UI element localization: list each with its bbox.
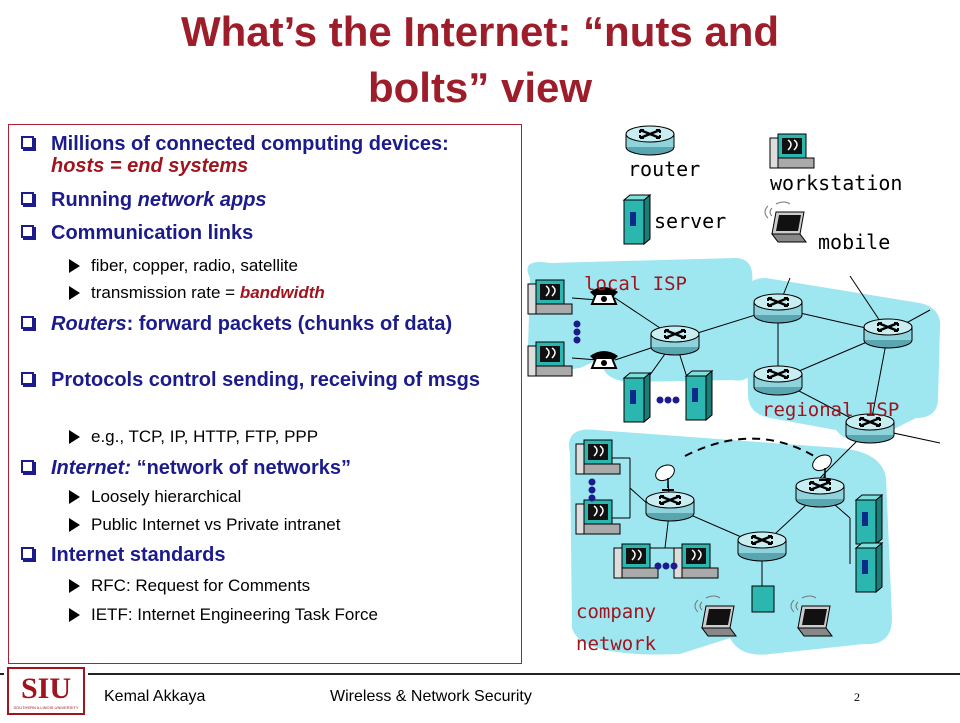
- local-server-2-icon: [685, 370, 713, 421]
- sub-bullet-intranet: Public Internet vs Private intranet: [69, 515, 509, 535]
- title-line-1: What’s the Internet: “nuts and: [180, 8, 780, 55]
- legend-mobile-label: mobile: [818, 230, 890, 254]
- satellite-link: [684, 437, 826, 464]
- bullet-item-hosts: Millions of connected computing devices:…: [21, 133, 501, 177]
- sub-bullet-hierarchical-text: Loosely hierarchical: [91, 487, 242, 506]
- footer-page-number: 2: [854, 690, 860, 704]
- local-isp-label: local ISP: [584, 273, 687, 295]
- company-host-dots: [588, 478, 596, 502]
- legend-mobile-icon: [764, 201, 807, 243]
- slide-title: What’s the Internet: “nuts and bolts” vi…: [80, 4, 880, 116]
- regional-isp-label: regional ISP: [762, 399, 899, 421]
- legend-server-icon: [623, 194, 651, 245]
- router-company-1-icon: [644, 490, 696, 523]
- company-network-label-line1: company: [576, 601, 656, 623]
- local-phone-2-icon: [589, 350, 619, 369]
- sub-bullet-media: fiber, copper, radio, satellite: [69, 256, 509, 276]
- router-regional-3-icon: [752, 364, 804, 397]
- router-regional-2-icon: [862, 317, 914, 350]
- bullet-routers-text: Routers: forward packets (chunks of data…: [51, 313, 511, 335]
- network-diagram: router workstation server mobile: [527, 124, 941, 655]
- arrow-bullet-icon: [69, 579, 80, 593]
- bullet-item-routers: Routers: forward packets (chunks of data…: [21, 313, 511, 335]
- title-line-2: bolts” view: [367, 64, 593, 111]
- arrow-bullet-icon: [69, 286, 80, 300]
- footer-divider: [0, 673, 960, 675]
- checkbox-bullet-icon: [21, 225, 34, 238]
- bullet-item-links: Communication links: [21, 222, 501, 244]
- bullet-apps-prefix: Running: [51, 189, 138, 211]
- company-server-1-icon: [855, 494, 883, 545]
- sub-bullet-rfc-text: RFC: Request for Comments: [91, 576, 311, 595]
- bullet-hosts-text: Millions of connected computing devices:…: [51, 133, 501, 177]
- sub-bullet-rfc: RFC: Request for Comments: [69, 576, 509, 596]
- sub-bullet-intranet-text: Public Internet vs Private intranet: [91, 515, 341, 534]
- bullet-hosts-prefix: Millions of connected computing devices:: [51, 133, 449, 155]
- arrow-bullet-icon: [69, 430, 80, 444]
- legend-workstation-label: workstation: [770, 171, 902, 195]
- router-local-isp-icon: [649, 324, 701, 357]
- checkbox-bullet-icon: [21, 547, 34, 560]
- bullet-internet-rest: “network of networks”: [136, 457, 352, 479]
- bullet-standards-text: Internet standards: [51, 544, 226, 566]
- bullet-links-text: Communication links: [51, 222, 254, 244]
- local-server-dots: [656, 396, 680, 404]
- bullet-hosts-emphasis: hosts = end systems: [51, 155, 249, 177]
- checkbox-bullet-icon: [21, 316, 34, 329]
- bullet-item-standards: Internet standards: [21, 544, 501, 566]
- router-company-3-icon: [736, 530, 788, 563]
- bullet-apps-emphasis: network apps: [137, 189, 267, 211]
- sub-bullet-media-text: fiber, copper, radio, satellite: [91, 256, 298, 275]
- arrow-bullet-icon: [69, 490, 80, 504]
- checkbox-bullet-icon: [21, 460, 34, 473]
- university-logo: SIU SOUTHERN ILLINOIS UNIVERSITY: [4, 664, 88, 718]
- arrow-bullet-icon: [69, 259, 80, 273]
- checkbox-bullet-icon: [21, 192, 34, 205]
- legend-workstation-icon: [769, 133, 815, 169]
- sub-bullet-protocol-examples-text: e.g., TCP, IP, HTTP, FTP, PPP: [91, 427, 319, 446]
- sub-bullet-bandwidth: transmission rate = bandwidth: [69, 283, 509, 303]
- logo-text: SIU: [21, 672, 71, 705]
- sub-bullet-bandwidth-emphasis: bandwidth: [239, 283, 325, 302]
- legend-router-label: router: [628, 157, 700, 181]
- bullet-routers-prefix: Routers: [51, 313, 127, 335]
- sub-bullet-bandwidth-text: transmission rate = bandwidth: [91, 283, 509, 303]
- company-workstation-dots: [654, 562, 678, 570]
- footer-author: Kemal Akkaya: [104, 688, 206, 705]
- local-ellipsis-dots: [573, 320, 581, 344]
- sub-bullet-ietf-text: IETF: Internet Engineering Task Force: [91, 605, 378, 624]
- arrow-bullet-icon: [69, 518, 80, 532]
- arrow-bullet-icon: [69, 608, 80, 622]
- bullet-internet-text: Internet: “network of networks”: [51, 457, 501, 479]
- company-network-label-line2: network: [576, 633, 657, 655]
- sub-bullet-bandwidth-prefix: transmission rate =: [91, 283, 240, 302]
- local-server-1-icon: [623, 372, 651, 423]
- bullet-item-apps: Running network apps: [21, 189, 501, 211]
- router-regional-1-icon: [752, 292, 804, 325]
- bullet-item-protocols: Protocols control sending, receiving of …: [21, 369, 491, 391]
- bullet-item-internet: Internet: “network of networks”: [21, 457, 501, 479]
- checkbox-bullet-icon: [21, 372, 34, 385]
- checkbox-bullet-icon: [21, 136, 34, 149]
- wireless-access-point: [751, 585, 775, 613]
- footer-course: Wireless & Network Security: [330, 688, 532, 705]
- sub-bullet-hierarchical: Loosely hierarchical: [69, 487, 509, 507]
- bullet-panel: Millions of connected computing devices:…: [8, 124, 522, 664]
- bullet-apps-text: Running network apps: [51, 189, 501, 211]
- bullet-protocols-text: Protocols control sending, receiving of …: [51, 369, 480, 391]
- sub-bullet-protocol-examples: e.g., TCP, IP, HTTP, FTP, PPP: [69, 427, 509, 447]
- router-company-2-icon: [794, 476, 846, 509]
- logo-subtext: SOUTHERN ILLINOIS UNIVERSITY: [13, 705, 78, 710]
- bullet-routers-rest: : forward packets (chunks of data): [126, 313, 453, 335]
- company-server-2-icon: [855, 542, 883, 593]
- legend-server-label: server: [654, 209, 726, 233]
- bullet-internet-prefix: Internet:: [51, 457, 137, 479]
- sub-bullet-ietf: IETF: Internet Engineering Task Force: [69, 605, 519, 625]
- legend-router-icon: [624, 124, 676, 157]
